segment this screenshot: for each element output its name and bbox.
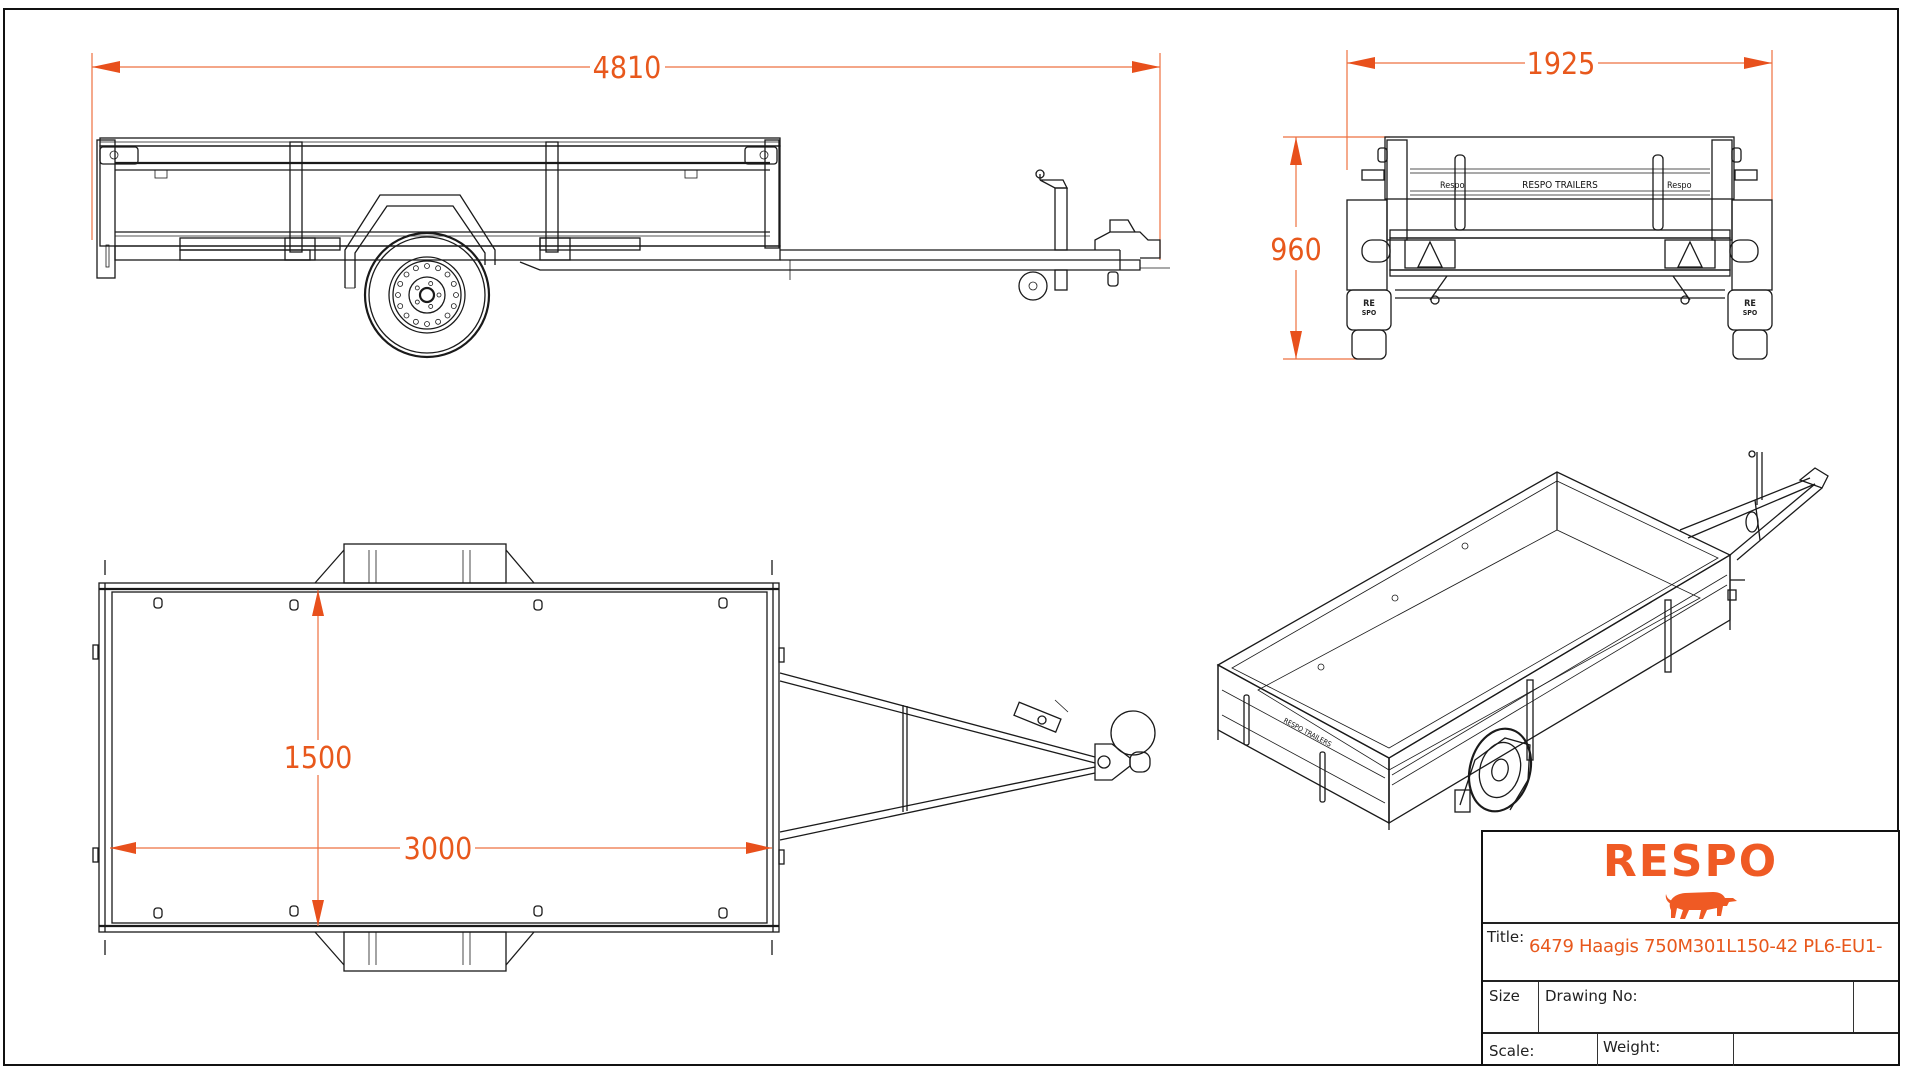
iso-side-wall [1388, 553, 1731, 825]
tie-down-point [533, 599, 543, 611]
tailgate-lock [1652, 154, 1664, 231]
iso-panel-text: RESPO TRAILERS [1282, 717, 1333, 749]
wheel-vent-hole [424, 263, 430, 269]
wheel-vent-hole [424, 321, 430, 327]
top-view: 1500 3000 [92, 543, 1156, 972]
dim-text-box-width: 1500 [284, 741, 353, 776]
mudflap-logo-text: RE [1744, 299, 1756, 309]
front-corner-post [764, 139, 780, 249]
dim-text-width: 1925 [1527, 47, 1596, 82]
rear-panel-left-text: Respo [1440, 181, 1465, 191]
stake-post [289, 141, 303, 253]
title-block-size-row: Size Drawing No: [1483, 982, 1898, 1034]
wheel-vent-hole [453, 292, 459, 298]
iso-fender [1459, 737, 1531, 811]
wheel-vent-hole [403, 271, 410, 278]
front-latch [744, 146, 778, 165]
title-block: RESPO Title: 6479 Haagis 750M301L150-42 … [1481, 830, 1900, 1066]
side-view-wheel [363, 231, 491, 359]
dimension-box-width: 1500 [284, 590, 353, 926]
title-block-scale-row: Scale: Weight: [1483, 1034, 1898, 1066]
respo-logo: RESPO [1602, 836, 1779, 887]
divider [1853, 982, 1854, 1032]
wheel-vent-hole [395, 292, 401, 298]
dim-text-length: 4810 [593, 51, 662, 86]
wheel-bolt [428, 304, 434, 309]
tailgate-lock [1454, 154, 1466, 231]
wheel-vent-hole [444, 271, 451, 278]
tie-down-point [718, 597, 728, 609]
title-value: 6479 Haagis 750M301L150-42 PL6-EU1- [1529, 936, 1883, 957]
dimension-overall-length: 4810 [91, 51, 1161, 260]
wheel-vent-hole [397, 281, 404, 287]
tie-down-point [718, 907, 728, 919]
arrow-right [1132, 61, 1160, 73]
wheel-vent-hole [435, 265, 441, 272]
iso-drawbar [1679, 450, 1829, 561]
wheel-vent-hole [444, 312, 451, 319]
tailgate-latch [99, 146, 139, 165]
mudguard [344, 194, 496, 288]
side-view: 4810 [91, 51, 1170, 359]
jockey-wheel-top [1013, 699, 1069, 733]
jockey-wheel [1018, 169, 1069, 301]
weight-label: Weight: [1603, 1038, 1661, 1056]
sheet-border [3, 8, 1899, 1066]
title-block-title-row: Title: 6479 Haagis 750M301L150-42 PL6-EU… [1483, 924, 1898, 982]
stake-post [545, 141, 559, 253]
mudflap-logo-text: SPO [1362, 309, 1377, 317]
iso-wheel [1454, 727, 1533, 813]
tie-down-point [153, 597, 163, 609]
dimension-overall-height: 960 [1270, 136, 1390, 360]
isometric-view: RESPO TRAILERS [1216, 450, 1829, 830]
drawing-no-label: Drawing No: [1545, 987, 1638, 1005]
drawbar [519, 259, 1141, 271]
arrow-left [92, 61, 120, 73]
mudflap-logo-text: RE [1363, 299, 1375, 309]
tie-down-point [153, 907, 163, 919]
mudflap-logo-text: SPO [1743, 309, 1758, 317]
tie-down-point [289, 905, 299, 917]
rear-corner-post [96, 139, 116, 279]
wheel-vent-hole [403, 312, 410, 319]
bull-icon [1665, 892, 1737, 919]
rear-tailgate [1384, 136, 1735, 200]
wheel-vent-hole [450, 281, 457, 287]
wheel-vent-hole [397, 303, 404, 309]
rear-panel-right-text: Respo [1667, 181, 1692, 191]
wheel-bolt [436, 292, 442, 298]
wheel-vent-hole [435, 318, 441, 325]
tie-down-point [289, 599, 299, 611]
dimension-overall-width: 1925 [1346, 47, 1773, 200]
title-block-logo-row: RESPO [1483, 832, 1898, 924]
size-label: Size [1489, 987, 1520, 1005]
chassis-beam [114, 245, 781, 261]
wheel-bolt [414, 299, 420, 305]
fender-bottom [314, 931, 535, 972]
wheel-bolt [414, 285, 420, 291]
dim-text-height: 960 [1270, 233, 1322, 268]
rear-view: 1925 960 Respo RESPO TRAILERS Respo [1270, 47, 1773, 360]
coupling-head [1094, 219, 1161, 287]
wheel-bolt [428, 281, 434, 286]
tie-down-point [533, 905, 543, 917]
wheel-vent-hole [450, 303, 457, 309]
drawbar-aframe [779, 672, 1096, 841]
fender-top [314, 543, 535, 584]
dim-text-box-length: 3000 [404, 832, 473, 867]
divider [1597, 1034, 1598, 1066]
dimension-box-length: 3000 [110, 832, 772, 867]
title-label: Title: [1487, 928, 1525, 946]
wheel-vent-hole [413, 318, 419, 325]
iso-box-top [1216, 471, 1732, 759]
divider [1733, 1034, 1734, 1066]
side-panel [99, 145, 781, 247]
rear-panel-main-text: RESPO TRAILERS [1522, 180, 1598, 191]
coupling-top [1094, 710, 1156, 781]
divider [1538, 982, 1539, 1032]
wheel-vent-hole [413, 265, 419, 272]
cargo-bed [98, 582, 780, 933]
scale-label: Scale: [1489, 1042, 1535, 1060]
